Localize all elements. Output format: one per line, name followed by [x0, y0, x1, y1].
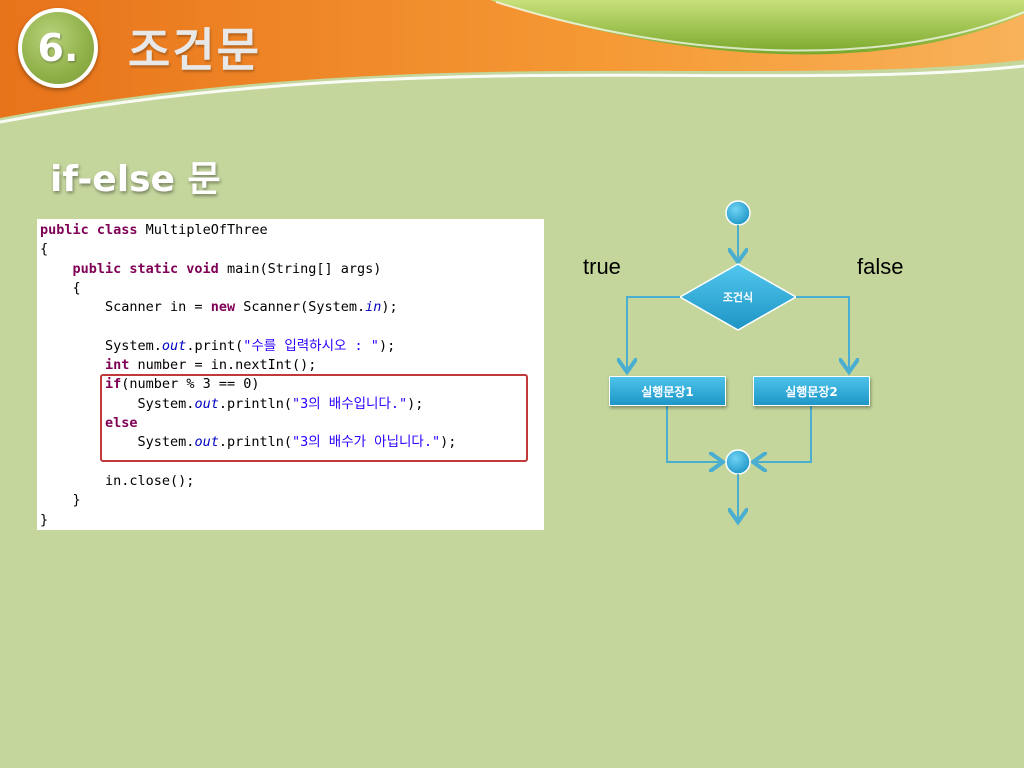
if-else-flowchart: true false 조건식 실행문장1 실행문장2: [560, 190, 1000, 540]
condition-diamond: [678, 263, 798, 331]
code-token: );: [440, 434, 457, 451]
code-token: .println(: [218, 395, 292, 412]
white-swoosh-line: [0, 64, 1024, 124]
code-line: else: [40, 414, 138, 433]
code-token: public class: [40, 222, 138, 238]
code-line: System.out.print("수를 입력하시오 : ");: [40, 337, 395, 356]
code-token: (number % 3 == 0): [121, 376, 260, 393]
code-token: "3의 배수가 아닙니다.": [291, 434, 441, 451]
green-leaf: [490, 0, 1024, 55]
statement1-box: 실행문장1: [609, 376, 726, 406]
if-else-highlight-box: [100, 374, 528, 462]
code-token: out: [161, 337, 187, 354]
code-token: [40, 357, 105, 373]
flowchart-diagram: [560, 200, 1000, 540]
code-token: MultipleOfThree: [137, 222, 268, 238]
code-token: in.close();: [40, 472, 195, 489]
code-line: public class MultipleOfThree: [40, 221, 268, 240]
code-token: System.: [40, 395, 195, 412]
statement1-to-merge-line: [666, 406, 721, 462]
code-line: {: [40, 240, 48, 259]
code-line: public static void main(String[] args): [40, 260, 382, 279]
code-line: in.close();: [40, 472, 194, 491]
true-branch-line: [627, 296, 680, 370]
code-token: );: [381, 299, 398, 316]
condition-label: 조건식: [722, 291, 754, 304]
code-token: out: [194, 434, 219, 451]
code-token: [40, 261, 73, 277]
code-token: else: [105, 415, 138, 431]
code-line: {: [40, 279, 81, 298]
true-label: true: [583, 254, 621, 279]
code-token: [40, 376, 105, 392]
code-token: new: [210, 299, 236, 316]
code-line: }: [40, 511, 48, 530]
code-token: Scanner in =: [40, 299, 211, 316]
code-token: .println(: [218, 434, 292, 451]
code-token: if: [105, 376, 122, 393]
chapter-number: 6.: [37, 26, 79, 70]
code-line: if(number % 3 == 0): [40, 375, 259, 394]
start-node: [725, 200, 751, 226]
code-token: {: [40, 279, 81, 296]
code-token: }: [40, 492, 81, 509]
statement2-to-merge-line: [755, 406, 812, 462]
code-line: System.out.println("3의 배수입니다.");: [40, 395, 424, 414]
false-branch-line: [796, 296, 849, 370]
code-token: [40, 415, 105, 431]
green-leaf-edge: [495, 1, 1024, 52]
code-token: number = in.nextInt();: [129, 357, 317, 374]
chapter-badge: 6.: [18, 8, 98, 88]
merge-node: [725, 449, 751, 475]
code-panel: public class MultipleOfThree{ public sta…: [37, 219, 544, 530]
code-line: int number = in.nextInt();: [40, 356, 316, 375]
code-token: int: [105, 357, 130, 374]
false-label: false: [857, 254, 904, 279]
code-token: "수를 입력하시오 : ": [243, 337, 379, 354]
code-line: }: [40, 491, 81, 510]
code-token: );: [407, 395, 424, 412]
code-token: {: [40, 241, 49, 258]
section-heading: if-else 문: [50, 159, 221, 200]
statement2-box: 실행문장2: [753, 376, 870, 406]
code-token: .print(: [186, 337, 244, 354]
code-token: main(String[] args): [218, 260, 382, 277]
code-token: }: [40, 511, 49, 528]
code-token: );: [378, 337, 396, 354]
chapter-title: 조건문: [128, 23, 261, 77]
header-decoration: [0, 0, 1024, 124]
code-token: System.: [40, 434, 195, 451]
code-token: System.: [40, 337, 162, 354]
code-token: in: [365, 299, 382, 316]
code-token: "3의 배수입니다.": [291, 395, 408, 412]
code-line: System.out.println("3의 배수가 아닙니다.");: [40, 433, 457, 452]
code-token: public static void: [72, 260, 219, 277]
code-token: Scanner(System.: [235, 299, 366, 316]
code-line: Scanner in = new Scanner(System.in);: [40, 298, 398, 317]
code-token: out: [194, 395, 219, 412]
